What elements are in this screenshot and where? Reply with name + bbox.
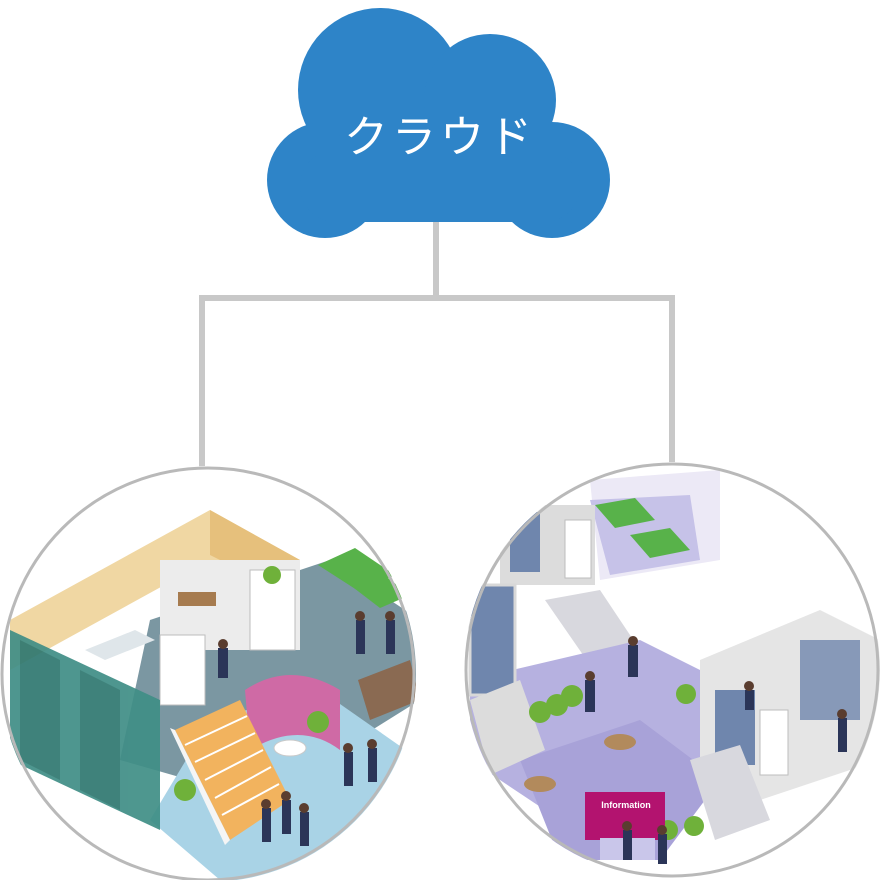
connector-lines — [199, 222, 675, 468]
building-lobby-scene — [464, 462, 880, 878]
left-scene-border — [0, 466, 416, 880]
right-scene-border — [464, 462, 880, 878]
cloud-label: クラウド — [344, 112, 536, 163]
cloud-icon — [267, 8, 610, 238]
information-sign-label: Information — [601, 800, 651, 810]
